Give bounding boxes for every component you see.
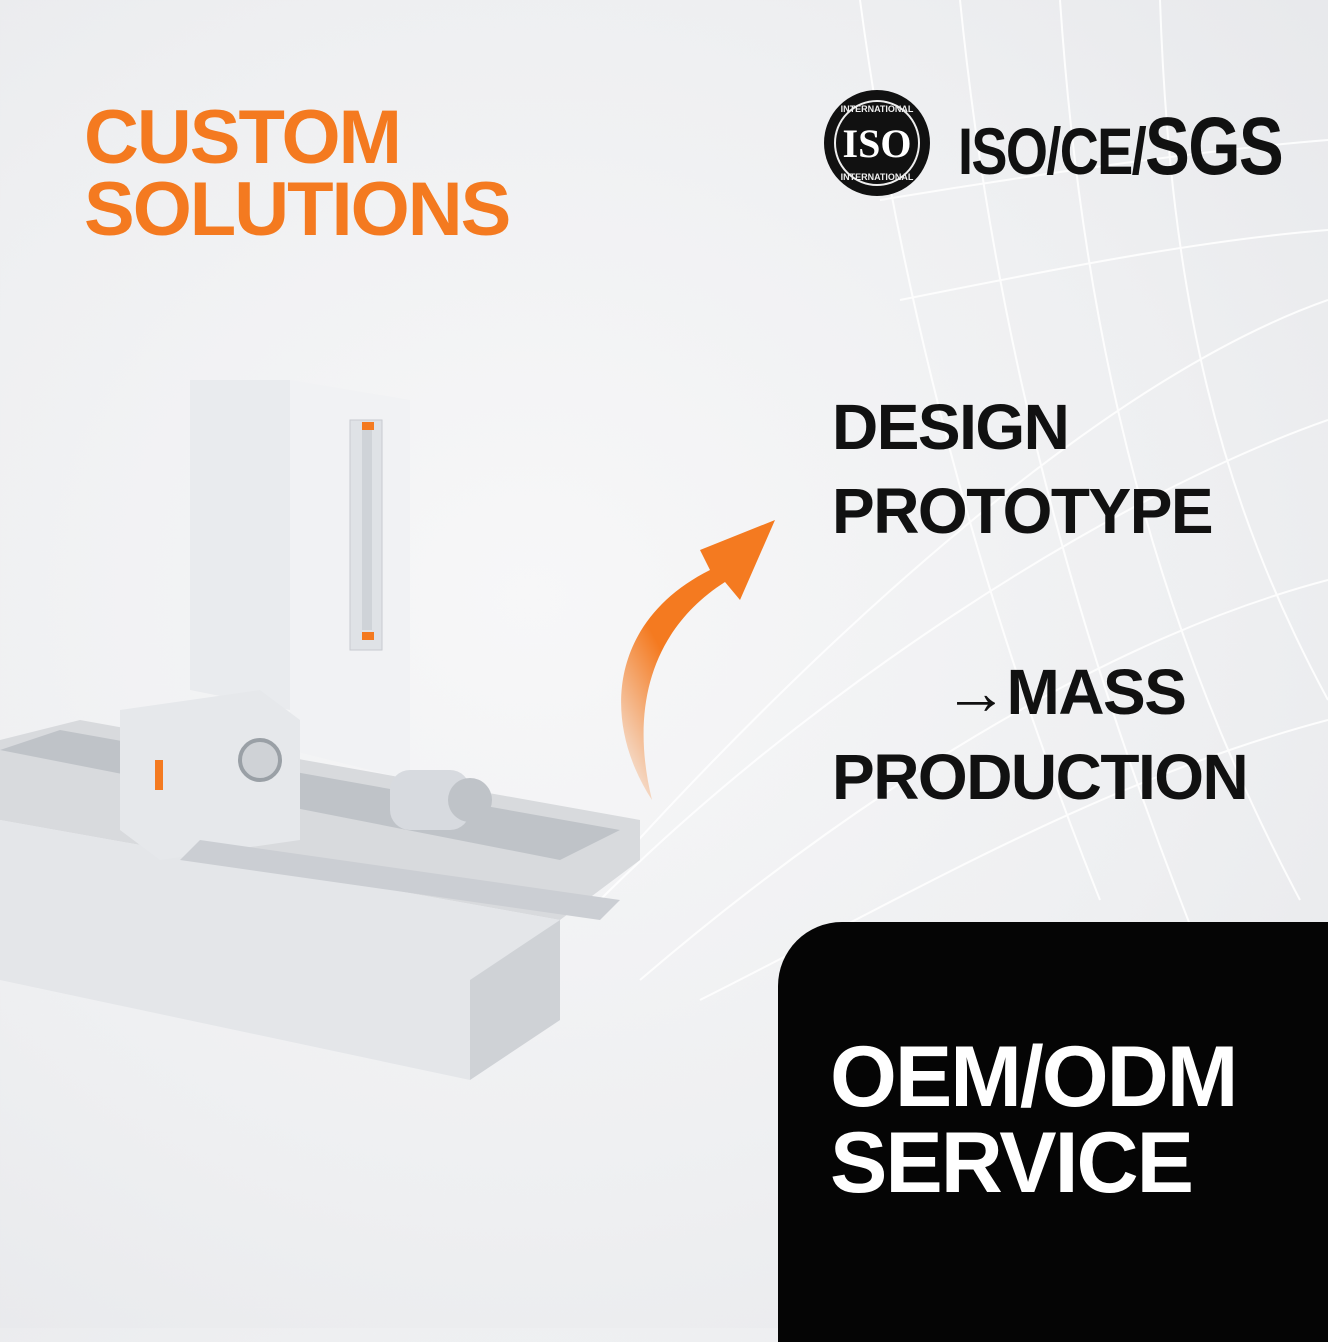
- process-step-production: PRODUCTION: [832, 741, 1249, 813]
- cert-prefix: ISO/CE/: [958, 114, 1147, 188]
- certification-label: ISO/CE/SGS: [958, 100, 1284, 194]
- headline-line1: CUSTOM: [84, 95, 402, 180]
- machine-illustration: [0, 380, 640, 1080]
- badge-ring-top: INTERNATIONAL: [840, 104, 914, 114]
- process-step-mass: MASS: [1006, 656, 1187, 728]
- arrow-icon: →: [944, 656, 1008, 728]
- headline-line2: SOLUTIONS: [84, 167, 511, 252]
- process-arrow-icon: [621, 520, 775, 800]
- service-line2: SERVICE: [830, 1115, 1194, 1211]
- cert-emphasis: SGS: [1145, 101, 1284, 192]
- badge-text: ISO: [842, 121, 912, 166]
- service-box: OEM/ODM SERVICE: [778, 922, 1328, 1342]
- badge-ring-bottom: INTERNATIONAL: [840, 172, 914, 182]
- process-step-design: DESIGN: [832, 391, 1070, 463]
- service-line1: OEM/ODM: [830, 1029, 1238, 1125]
- process-step-prototype: PROTOTYPE: [832, 475, 1214, 547]
- iso-badge: INTERNATIONAL ISO INTERNATIONAL: [824, 90, 930, 196]
